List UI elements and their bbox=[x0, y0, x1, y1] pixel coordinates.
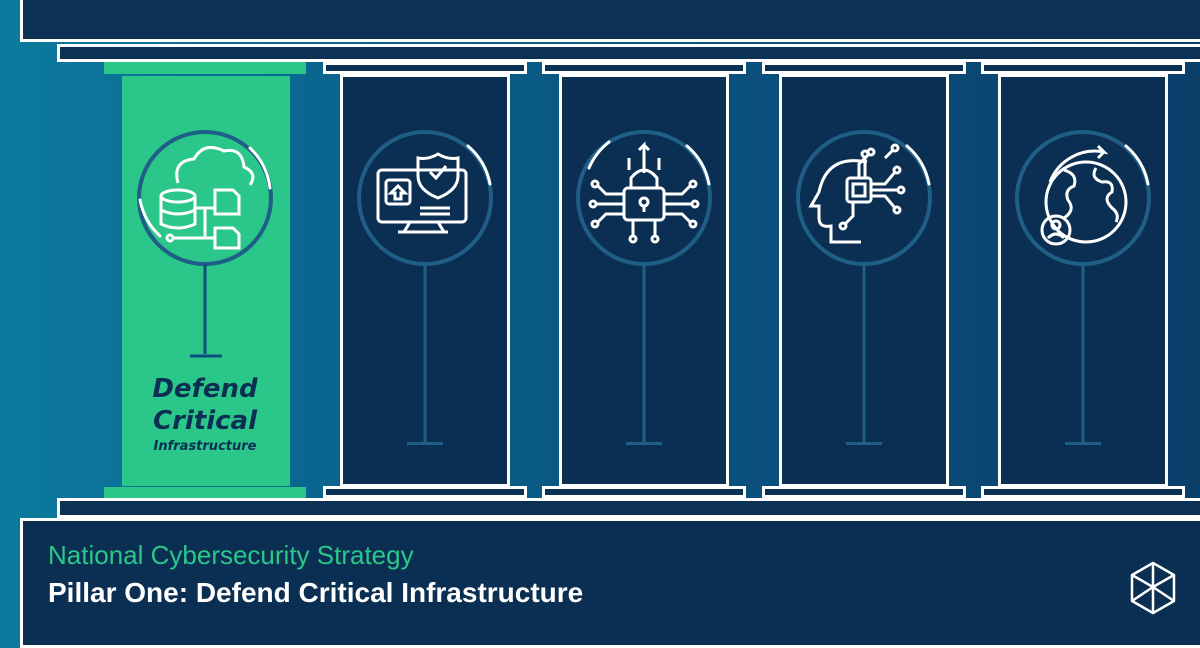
pillar-3-base bbox=[542, 486, 746, 498]
hexagon-cube-logo bbox=[1130, 561, 1176, 615]
ai-head-icon bbox=[796, 130, 932, 444]
pillar-label-line2: Critical bbox=[152, 406, 258, 436]
pillar-5-capital bbox=[981, 62, 1185, 74]
pillar-3-stem-foot bbox=[626, 442, 662, 445]
pillar-label-line3: Infrastructure bbox=[153, 439, 257, 454]
page-title: Pillar One: Defend Critical Infrastructu… bbox=[48, 577, 584, 608]
pillar-2-capital bbox=[323, 62, 527, 74]
pillar-5-base bbox=[981, 486, 1185, 498]
pillar-4-base bbox=[762, 486, 966, 498]
pillar-4-capital bbox=[762, 62, 966, 74]
temple-stylobate bbox=[57, 498, 1200, 518]
temple-architrave bbox=[57, 44, 1200, 62]
pillar-2-stem-foot bbox=[407, 442, 443, 445]
page-subtitle: National Cybersecurity Strategy bbox=[48, 540, 414, 570]
pillar-1-base bbox=[104, 487, 306, 499]
pillar-4-stem-foot bbox=[846, 442, 882, 445]
pillar-5-stem-foot bbox=[1065, 442, 1101, 445]
secure-computer-icon bbox=[357, 130, 493, 444]
cloud-database-icon bbox=[137, 130, 273, 358]
temple-roof bbox=[20, 0, 1200, 42]
pillar-3-capital bbox=[542, 62, 746, 74]
circuit-lock-icon bbox=[576, 130, 712, 444]
globe-user-icon bbox=[1015, 130, 1151, 444]
pillar-1-capital bbox=[104, 62, 306, 74]
pillar-2-base bbox=[323, 486, 527, 498]
pillar-label-line1: Defend bbox=[152, 374, 258, 404]
